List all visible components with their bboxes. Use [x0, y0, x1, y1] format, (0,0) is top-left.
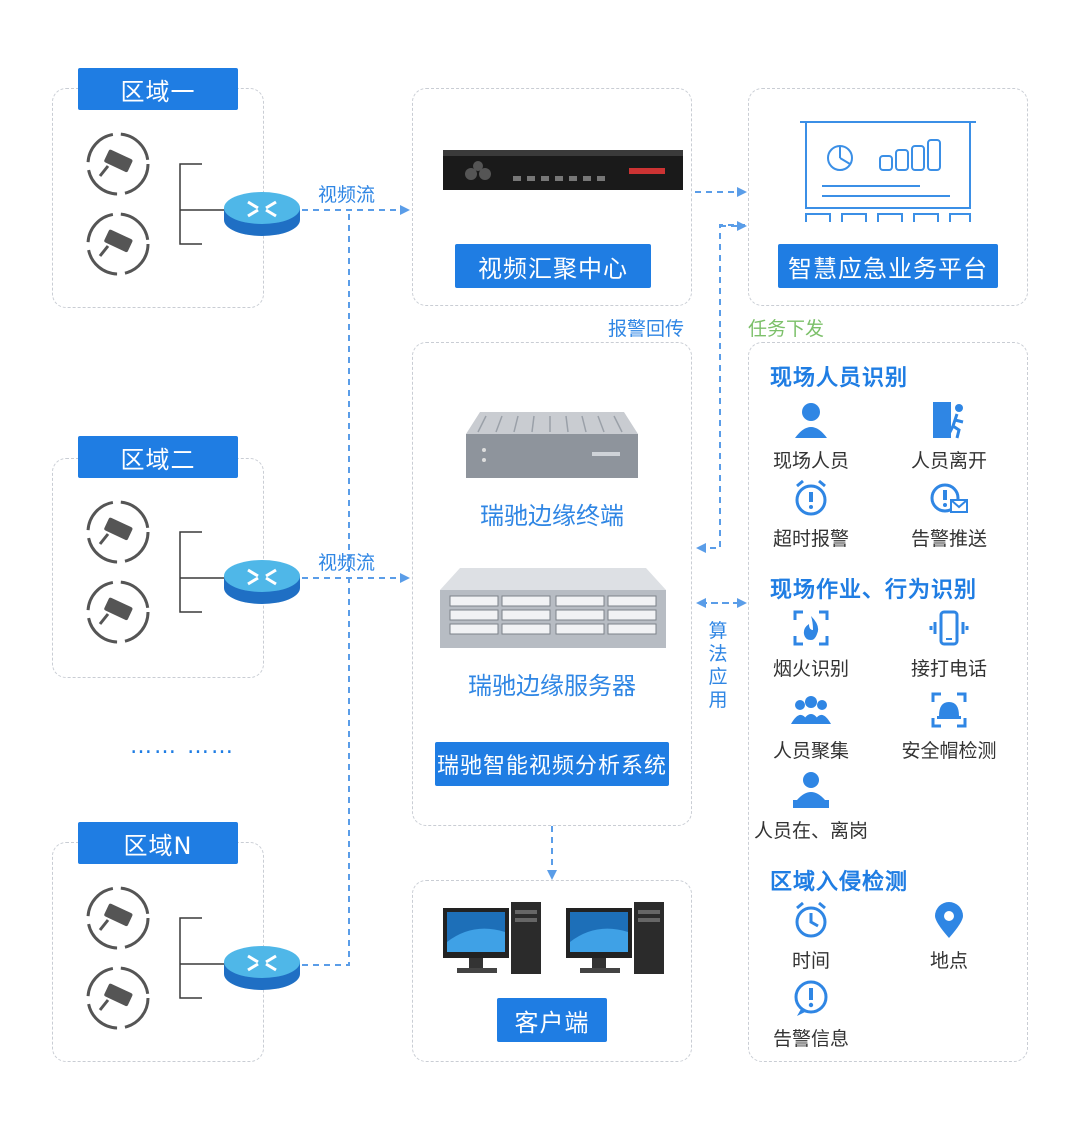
edge-terminal-caption: 瑞驰边缘终端	[480, 502, 624, 530]
alarm-clock-icon	[795, 479, 827, 516]
phone-icon	[929, 610, 969, 646]
section-title-behavior: 现场作业、行为识别	[770, 578, 978, 603]
alert-bubble-icon	[794, 980, 828, 1016]
region-n-devices	[86, 886, 300, 1030]
region-2-label: 区域二	[78, 436, 238, 478]
aggregation-center-label: 视频汇聚中心	[455, 244, 651, 288]
desktop-computer-icon	[566, 902, 664, 974]
item-helmet-detect: 安全帽检测	[884, 690, 1014, 763]
edge-box	[412, 342, 692, 826]
helmet-icon	[931, 692, 967, 728]
flow-alarm-return	[696, 224, 745, 553]
dashboard-screen-icon	[800, 121, 976, 222]
item-alert-info: 告警信息	[746, 978, 876, 1051]
person-icon	[795, 403, 827, 438]
item-location: 地点	[884, 900, 1014, 973]
video-stream-label-2: 视频流	[318, 552, 376, 574]
item-onsite-person: 现场人员	[746, 400, 876, 473]
region-1-label: 区域一	[78, 68, 238, 110]
region-1-devices	[86, 132, 300, 276]
region-2-devices	[86, 500, 300, 644]
algorithm-app-label: 算 法 应 用	[708, 620, 728, 711]
client-box	[412, 880, 692, 1062]
person-desk-icon	[793, 772, 829, 808]
camera-icon	[86, 212, 150, 276]
alert-mail-icon	[930, 483, 968, 513]
fire-icon	[793, 610, 829, 646]
desktop-computer-icon	[443, 902, 541, 974]
location-pin-icon	[935, 902, 963, 938]
item-phone-call: 接打电话	[884, 608, 1014, 681]
item-time: 时间	[746, 900, 876, 973]
item-person-leave: 人员离开	[884, 400, 1014, 473]
camera-icon	[86, 132, 150, 196]
exit-door-icon	[933, 402, 964, 439]
region-n-label: 区域N	[78, 822, 238, 864]
camera-icon	[86, 886, 150, 950]
camera-icon	[86, 966, 150, 1030]
edge-server-caption: 瑞驰边缘服务器	[468, 672, 636, 700]
clock-icon	[795, 901, 827, 938]
edge-server-icon	[440, 568, 666, 648]
nvr-device-icon	[443, 150, 683, 190]
platform-box	[748, 88, 1028, 306]
aggregation-box	[412, 88, 692, 306]
section-title-intrusion: 区域入侵检测	[770, 870, 909, 895]
item-on-off-duty: 人员在、离岗	[746, 770, 876, 843]
camera-icon	[86, 580, 150, 644]
video-stream-label-1: 视频流	[318, 184, 376, 206]
router-icon	[224, 560, 300, 604]
item-alert-push: 告警推送	[884, 478, 1014, 551]
task-dispatch-label: 任务下发	[748, 318, 825, 340]
section-title-onsite-person: 现场人员识别	[770, 366, 909, 391]
alarm-return-label: 报警回传	[608, 318, 685, 340]
client-label: 客户端	[497, 998, 607, 1042]
camera-icon	[86, 500, 150, 564]
item-timeout-alarm: 超时报警	[746, 478, 876, 551]
analysis-system-label: 瑞驰智能视频分析系统	[435, 742, 669, 786]
router-icon	[224, 946, 300, 990]
edge-terminal-icon	[466, 412, 638, 478]
recognition-box	[748, 342, 1028, 1062]
router-icon	[224, 192, 300, 236]
platform-label: 智慧应急业务平台	[778, 244, 998, 288]
item-crowd-gather: 人员聚集	[746, 690, 876, 763]
flow-regionN-trunk	[302, 210, 350, 966]
item-fire-detect: 烟火识别	[746, 608, 876, 681]
ellipsis: …… ……	[130, 734, 235, 759]
group-icon	[791, 696, 831, 724]
